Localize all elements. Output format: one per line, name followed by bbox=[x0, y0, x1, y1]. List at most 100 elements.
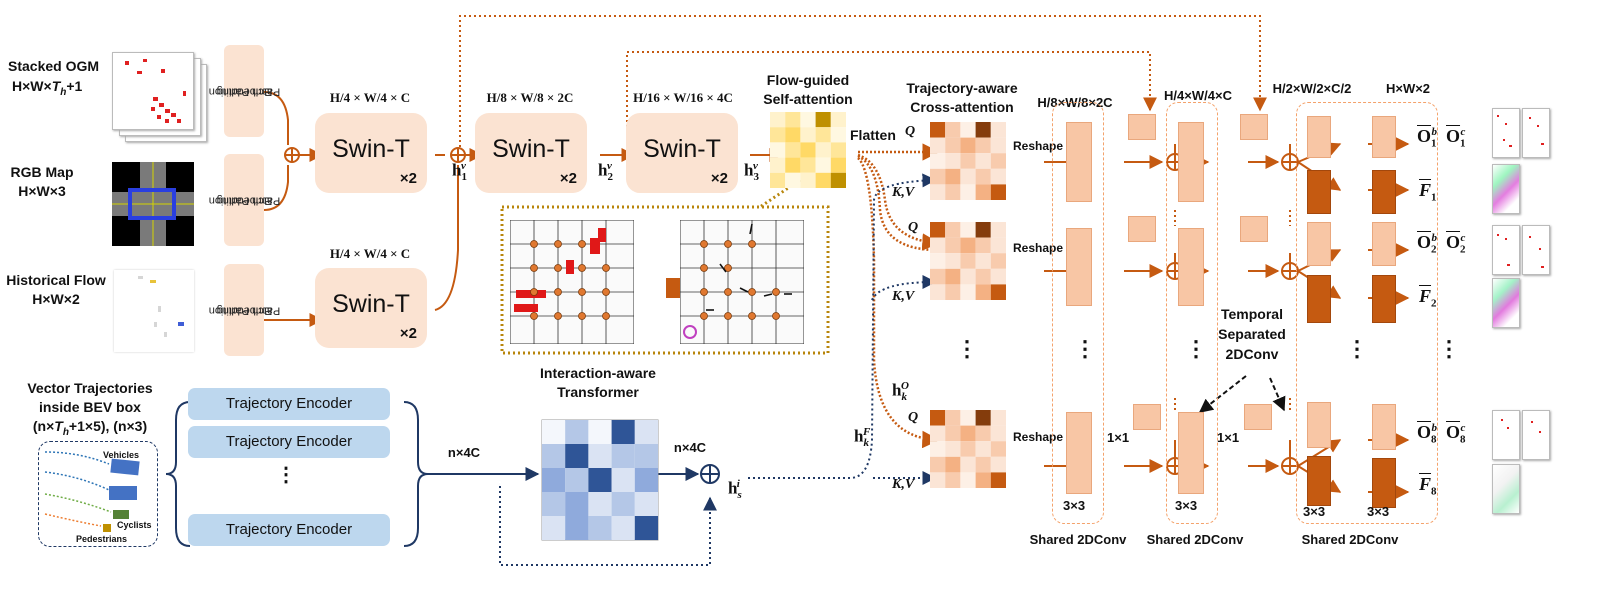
conv3x3-label-1: 3×3 bbox=[1063, 498, 1086, 513]
ogm-dim-text: H×W× bbox=[12, 78, 52, 94]
output-thumb-f1 bbox=[1492, 164, 1520, 214]
temporal-mini-r2-1 bbox=[1128, 216, 1156, 242]
output-thumb-b2 bbox=[1492, 225, 1520, 275]
interaction-cell bbox=[565, 420, 589, 444]
interaction-cell bbox=[542, 420, 566, 444]
cross-attn-cell bbox=[960, 237, 976, 254]
cross-attn-cell bbox=[975, 268, 991, 285]
patch-label-line2: Embedding bbox=[216, 194, 272, 207]
cross-attn-cell bbox=[990, 284, 1006, 300]
o-hat-c: O1c bbox=[1446, 126, 1466, 150]
temporal-mini-r3-2 bbox=[1244, 404, 1272, 430]
encoder-connectors bbox=[263, 91, 784, 327]
h-char: h bbox=[854, 426, 864, 446]
out-bar-r3-b bbox=[1307, 456, 1331, 506]
cross-attn-cell bbox=[990, 137, 1006, 154]
swin-mult: ×2 bbox=[399, 325, 417, 342]
flow-title: Historical Flow bbox=[6, 272, 106, 288]
cross-attn-cell bbox=[975, 472, 991, 488]
reshape-label-2: Reshape bbox=[1013, 241, 1064, 255]
h3v-label: h3v bbox=[744, 160, 759, 183]
interaction-cell bbox=[542, 516, 566, 540]
cross-attn-cell bbox=[960, 425, 976, 442]
hko-label: hkO bbox=[892, 380, 909, 403]
o-char: O bbox=[1417, 126, 1432, 146]
thumb-marks bbox=[1531, 421, 1541, 433]
conv1x1-label-1: 1×1 bbox=[1107, 430, 1130, 445]
hk-sup-o: O bbox=[900, 380, 909, 392]
interaction-cell bbox=[611, 492, 635, 516]
cross-attn-cell bbox=[930, 222, 946, 238]
rgb-road-drawing bbox=[112, 162, 194, 246]
encoder-label: Trajectory Encoder bbox=[225, 433, 353, 450]
b-sup: b bbox=[1431, 422, 1438, 434]
interaction-cell bbox=[565, 516, 589, 540]
traj-title-1: Vector Trajectories bbox=[27, 380, 153, 396]
cross-attn-cell bbox=[975, 222, 991, 238]
c-sup: c bbox=[1460, 232, 1466, 244]
output-thumb-c1 bbox=[1522, 108, 1550, 158]
out-bar-r3-d bbox=[1372, 458, 1396, 508]
conv3x3-label-4: 3×3 bbox=[1367, 504, 1390, 519]
dec-bar-r3-1 bbox=[1066, 412, 1092, 494]
encoder-vdots: ⋮ bbox=[276, 464, 296, 486]
flow-attn-cell bbox=[800, 172, 816, 188]
out-bar-r1-c bbox=[1372, 116, 1396, 158]
cross-attn-cell bbox=[930, 137, 946, 154]
t-sub: 8 bbox=[1460, 433, 1466, 446]
cross-attn-cell bbox=[975, 122, 991, 138]
cross-attn-cell bbox=[975, 284, 991, 300]
dim-stage1: H/4 × W/4 × C bbox=[329, 90, 411, 105]
traj-dim-sub: h bbox=[62, 426, 69, 438]
h1-sub: 1 bbox=[461, 171, 467, 184]
cross-attn-cell bbox=[930, 184, 946, 200]
temporal-mini-r3-1 bbox=[1133, 404, 1161, 430]
flow-attn-cell bbox=[785, 172, 801, 188]
cross-attn-cell bbox=[945, 456, 961, 473]
kv-label-1: K,V bbox=[892, 185, 915, 200]
cross-attn-cell bbox=[945, 168, 961, 185]
flow-attn-cell bbox=[770, 112, 786, 128]
cross-attn-cell bbox=[945, 268, 961, 285]
cross-attn-cell bbox=[945, 253, 961, 269]
flow-attn-cell bbox=[785, 157, 801, 173]
h1-sup: v bbox=[460, 160, 466, 172]
temporal-label-2: Separated bbox=[1218, 326, 1286, 342]
flow-attention-matrix bbox=[770, 112, 846, 188]
traj-dim-sym: T bbox=[54, 418, 63, 434]
h-char: h bbox=[728, 478, 738, 498]
interaction-cell bbox=[542, 468, 566, 492]
f-char: F bbox=[1419, 474, 1432, 494]
kv-label-3: K,V bbox=[892, 477, 915, 492]
output-f2: F2 bbox=[1419, 286, 1437, 310]
temporal-conv-pointers bbox=[1198, 375, 1286, 413]
o-hat-c: O8c bbox=[1446, 422, 1466, 446]
output-thumb-b1 bbox=[1492, 108, 1520, 158]
h2-sub: 2 bbox=[607, 171, 613, 184]
cross-attn-cell bbox=[990, 153, 1006, 169]
ogm-title: Stacked OGM bbox=[8, 58, 100, 74]
out-bar-r2-d bbox=[1372, 275, 1396, 323]
cross-attn-cell bbox=[975, 168, 991, 185]
thumb-marks bbox=[1529, 117, 1544, 145]
cross-attn-cell bbox=[945, 137, 961, 154]
interaction-cells bbox=[542, 420, 658, 540]
swin-block-1: Swin-T×2 bbox=[315, 113, 427, 193]
swin-mult: ×2 bbox=[399, 170, 417, 187]
out-bar-r3-c bbox=[1372, 404, 1396, 450]
cross-attn-cell bbox=[930, 410, 946, 426]
output-thumb-c8 bbox=[1522, 410, 1550, 460]
q-label-1: Q bbox=[905, 124, 916, 139]
b-sup: b bbox=[1431, 232, 1438, 244]
interaction-cell bbox=[611, 468, 635, 492]
rgb-title: RGB Map bbox=[10, 164, 74, 180]
o-hat-b: O8b bbox=[1417, 422, 1438, 446]
swin-mult: ×2 bbox=[710, 170, 728, 187]
dim-stage3: H/16 × W/16 × 4C bbox=[633, 90, 733, 105]
pedestrians-label: Pedestrians bbox=[76, 534, 128, 544]
t-sub: 1 bbox=[1431, 191, 1437, 204]
cross-attn-cell bbox=[975, 137, 991, 154]
flatten-arrows bbox=[857, 143, 940, 449]
traj-title-3: (n×Th+1×5), (n×3) bbox=[33, 418, 147, 438]
